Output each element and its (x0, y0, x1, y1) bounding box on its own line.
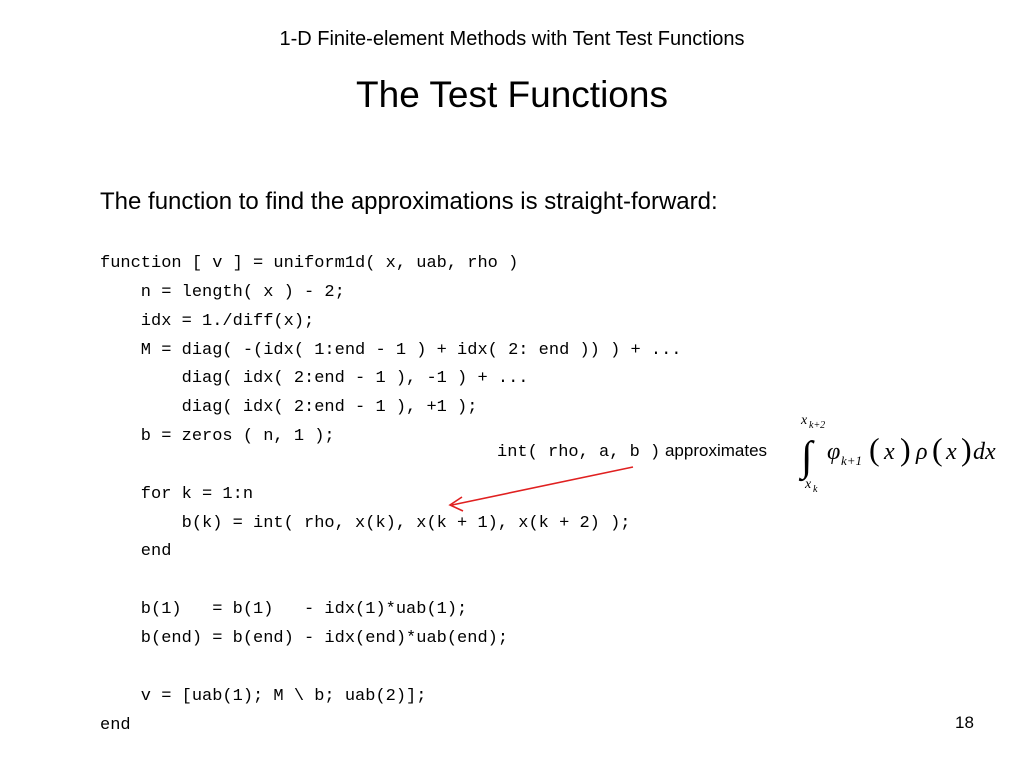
right-paren-1: ) (900, 431, 911, 467)
left-paren-1: ( (869, 431, 880, 467)
code-line: end (100, 715, 131, 735)
code-line (100, 654, 682, 683)
code-line: n = length( x ) - 2; (100, 282, 345, 302)
annotation-text: approximates (664, 441, 768, 460)
code-line: M = diag( -(idx( 1:end - 1 ) + idx( 2: e… (100, 340, 682, 360)
code-line: b(k) = int( rho, x(k), x(k + 1), x(k + 2… (100, 513, 631, 533)
rho-symbol: ρ (915, 439, 928, 465)
annotation: int( rho, a, b ) approximates (497, 441, 767, 462)
x-var-2: x (945, 439, 957, 465)
right-paren-2: ) (961, 431, 972, 467)
code-line: function [ v ] = uniform1d( x, uab, rho … (100, 254, 519, 273)
upper-limit-var: x (800, 413, 808, 428)
lower-limit-sub: k (813, 484, 818, 495)
lower-limit-var: x (804, 477, 812, 492)
annotation-code: int( rho, a, b ) (497, 443, 661, 462)
code-line: b(end) = b(end) - idx(end)*uab(end); (100, 628, 509, 648)
upper-limit-sub: k+2 (809, 420, 825, 431)
code-line: diag( idx( 2:end - 1 ), +1 ); (100, 398, 478, 418)
code-line: v = [uab(1); M \ b; uab(2)]; (100, 686, 427, 706)
x-var-1: x (883, 439, 895, 465)
dx-symbol: dx (973, 439, 996, 465)
phi-symbol: φ (827, 439, 840, 465)
code-line: end (100, 542, 172, 562)
code-block: function [ v ] = uniform1d( x, uab, rho … (100, 250, 682, 740)
code-line: diag( idx( 2:end - 1 ), -1 ) + ... (100, 369, 529, 389)
slide-number: 18 (955, 713, 974, 732)
slide-header: 1-D Finite-element Methods with Tent Tes… (279, 28, 745, 50)
intro-text: The function to find the approximations … (100, 188, 718, 215)
left-paren-2: ( (932, 431, 943, 467)
code-line: idx = 1./diff(x); (100, 311, 315, 331)
code-line: for k = 1:n (100, 484, 254, 504)
phi-subscript: k+1 (841, 453, 862, 468)
slide-title: The Test Functions (356, 74, 668, 115)
code-line: b = zeros ( n, 1 ); (100, 427, 335, 447)
integral-formula: x k+2 ∫ x k φ k+1 ( x ) ρ ( x ) dx (798, 413, 996, 495)
integral-sign: ∫ (798, 434, 815, 482)
code-line: b(1) = b(1) - idx(1)*uab(1); (100, 600, 468, 620)
code-line (100, 567, 682, 596)
